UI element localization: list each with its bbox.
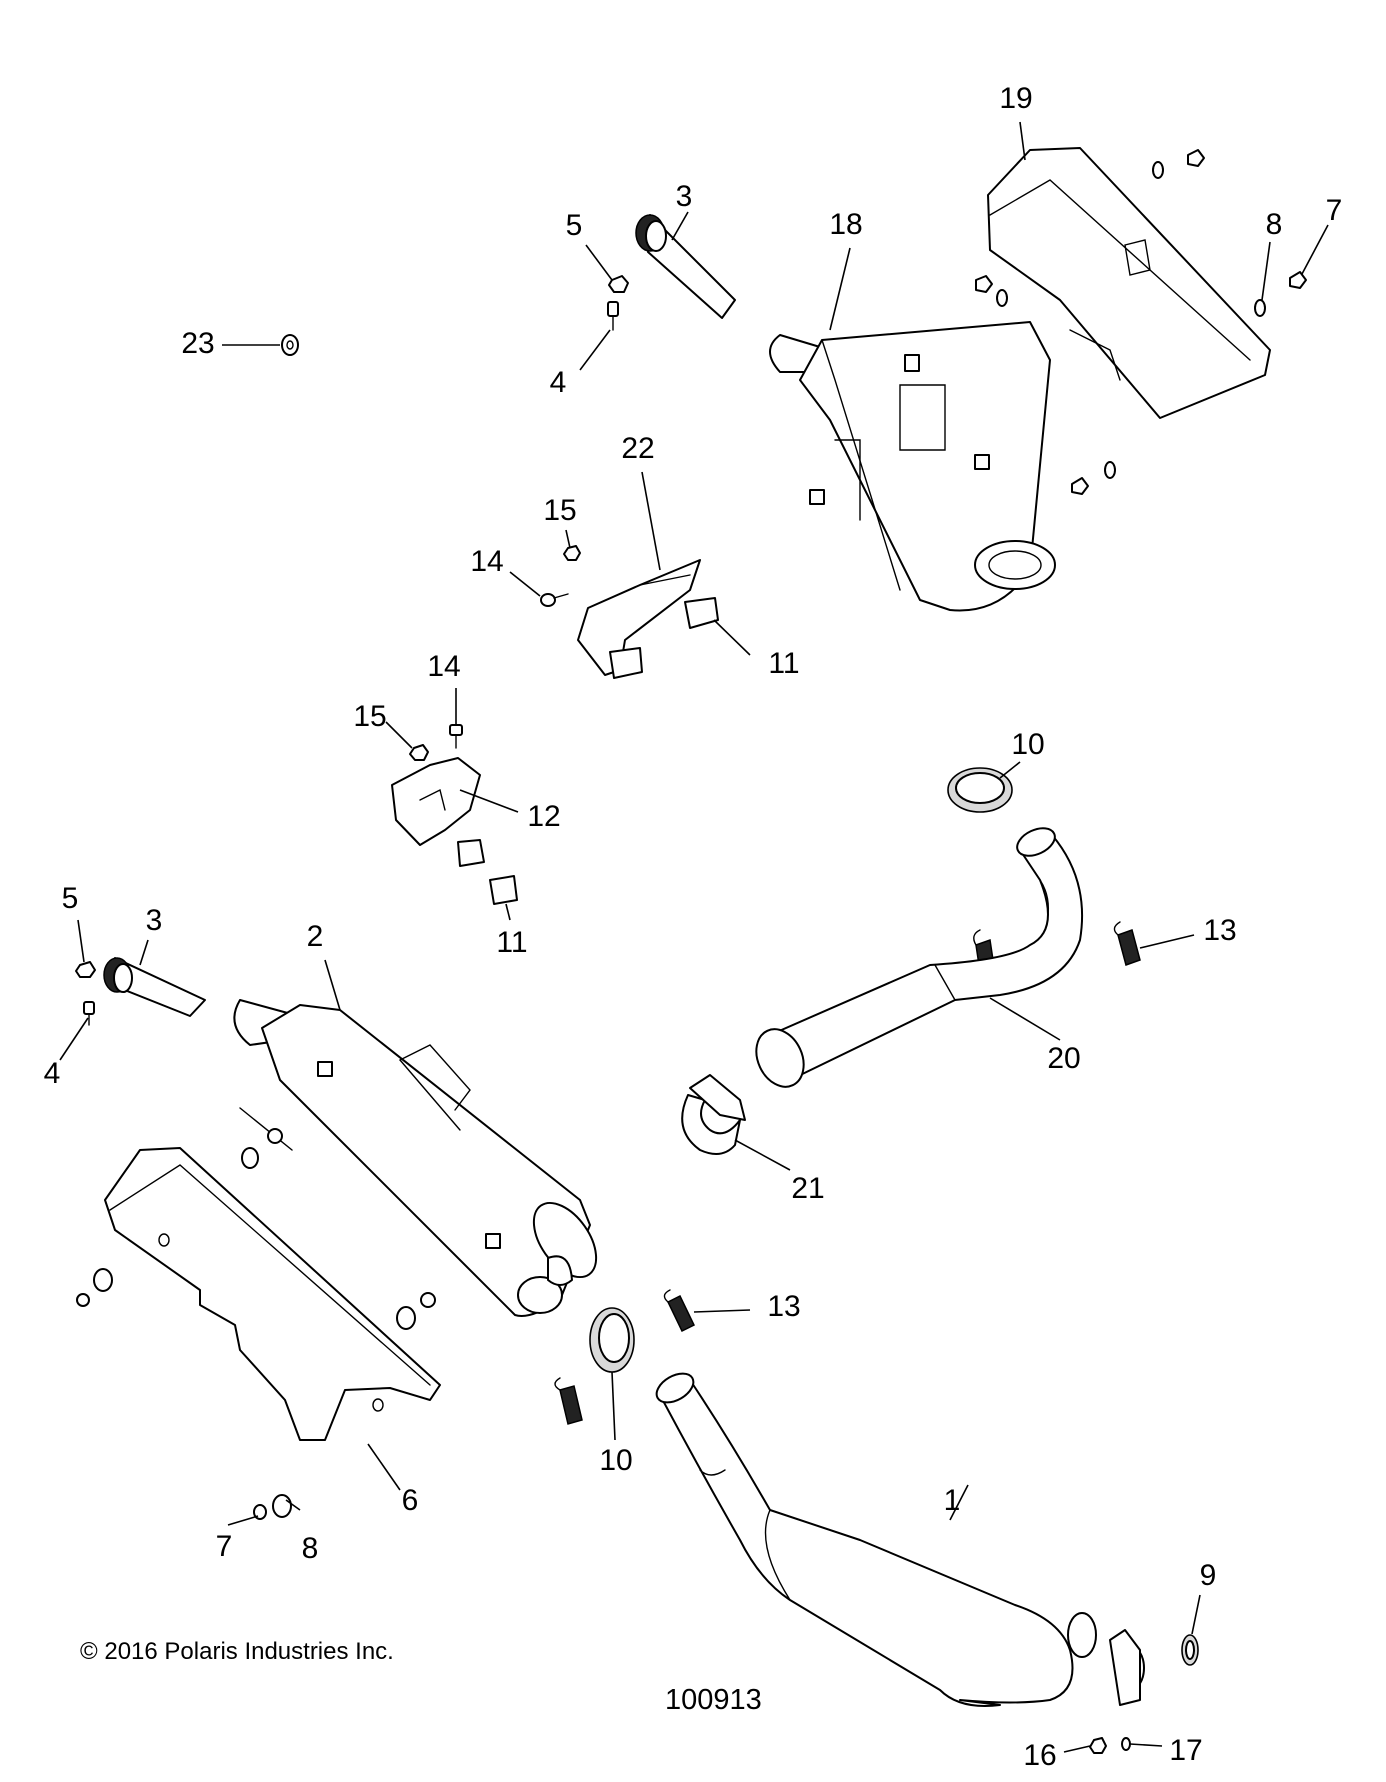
isolators-upper (609, 597, 719, 679)
head-pipe-upper (755, 827, 1084, 1088)
muffler-lower (233, 999, 598, 1317)
seal-lower (589, 1307, 635, 1373)
callout-8: 8 (1266, 208, 1283, 241)
callout-7: 7 (1326, 194, 1343, 227)
spark-arrestor-tip-lower (103, 957, 206, 1017)
callout-7: 7 (216, 1530, 233, 1563)
callout-labels: 1 2 3 3 4 4 5 5 6 7 7 8 8 9 10 10 11 11 … (44, 82, 1343, 1772)
stud-17 (1121, 1737, 1131, 1751)
callout-11: 11 (496, 926, 527, 959)
nut-lower (75, 961, 96, 978)
seal-upper (947, 767, 1013, 813)
callout-23: 23 (181, 327, 214, 360)
callout-5: 5 (62, 882, 79, 915)
callout-15: 15 (543, 494, 576, 527)
spring-lower-left (554, 1377, 583, 1425)
callout-14: 14 (427, 650, 460, 683)
nut-16 (1089, 1737, 1107, 1754)
copyright-notice: © 2016 Polaris Industries Inc. (80, 1638, 394, 1665)
heat-shield-upper (987, 147, 1271, 419)
drawing-number: 100913 (665, 1684, 762, 1716)
bolt-14-upper (540, 593, 569, 607)
callout-13: 13 (1203, 914, 1236, 947)
nut-15-upper (563, 545, 581, 561)
callout-3: 3 (146, 904, 163, 937)
bolt-lower (83, 1001, 95, 1026)
callout-18: 18 (829, 208, 862, 241)
callout-10: 10 (599, 1444, 632, 1477)
callout-19: 19 (999, 82, 1032, 115)
callout-11: 11 (768, 647, 799, 680)
callout-15: 15 (353, 700, 386, 733)
spring-lower-right (663, 1289, 695, 1333)
callout-6: 6 (402, 1484, 419, 1517)
callout-2: 2 (307, 920, 324, 953)
callout-16: 16 (1023, 1739, 1056, 1772)
gasket (1181, 1634, 1199, 1666)
head-pipe-lower (655, 1372, 1145, 1707)
callout-8: 8 (302, 1532, 319, 1565)
callout-10: 10 (1011, 728, 1044, 761)
callout-22: 22 (621, 432, 654, 465)
callout-20: 20 (1047, 1042, 1080, 1075)
bolt-14-lower (449, 724, 463, 749)
fasteners-upper-shield (975, 149, 1307, 495)
heat-shield-lower (104, 1107, 441, 1441)
callout-13: 13 (767, 1290, 800, 1323)
callout-4: 4 (550, 366, 567, 399)
callout-14: 14 (470, 545, 503, 578)
callout-3: 3 (676, 180, 693, 213)
callout-1: 1 (944, 1484, 961, 1517)
callout-5: 5 (566, 209, 583, 242)
bracket-upper (577, 559, 701, 676)
callout-9: 9 (1200, 1559, 1217, 1592)
callout-12: 12 (527, 800, 560, 833)
nut-upper (608, 275, 629, 293)
bracket-lower (391, 757, 481, 846)
spark-arrestor-tip-upper (635, 214, 736, 319)
muffler-upper (769, 321, 1056, 612)
callout-21: 21 (791, 1172, 824, 1205)
nut-15-lower (409, 744, 429, 761)
isolators-lower (457, 839, 518, 905)
spring-upper-right (1113, 921, 1141, 966)
clamp (681, 1074, 746, 1155)
callout-4: 4 (44, 1057, 61, 1090)
callout-17: 17 (1169, 1734, 1202, 1767)
leader-lines (59, 121, 1329, 1753)
bolt-upper (607, 301, 619, 331)
washer-23 (281, 334, 299, 356)
